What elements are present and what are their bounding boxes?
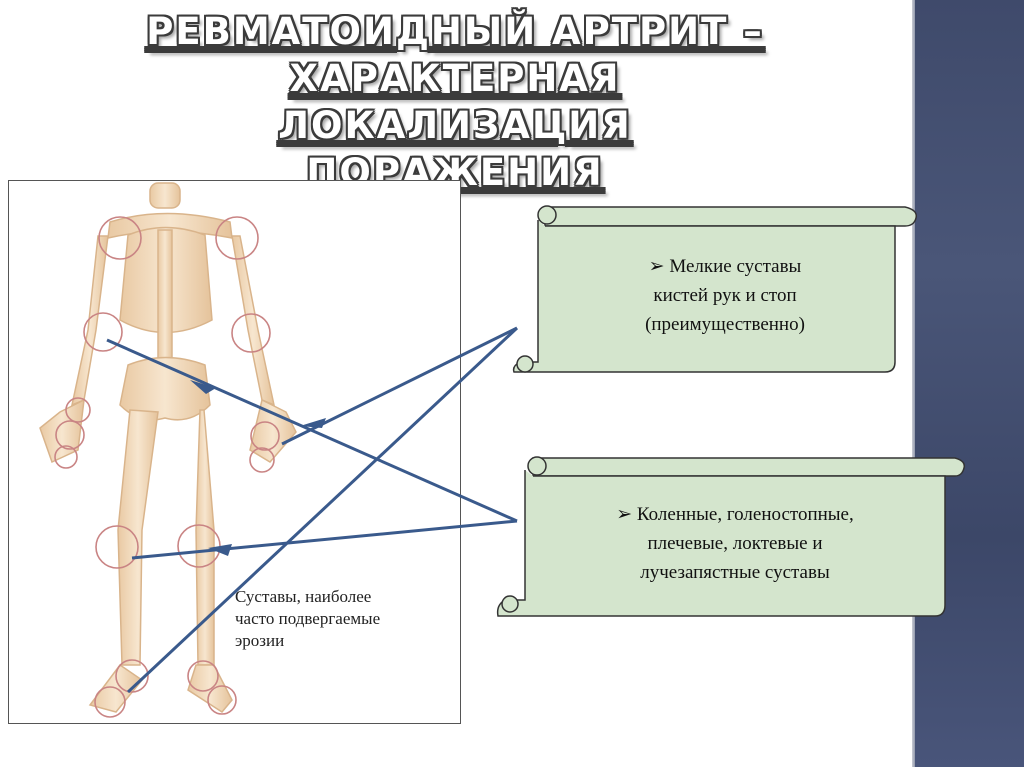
title-line-1: РЕВМАТОИДНЫЙ АРТРИТ –: [146, 10, 764, 53]
arrowhead-3: [208, 544, 232, 556]
joint-circle-foot-left: [94, 686, 126, 718]
joint-circle-knee-left: [95, 525, 139, 569]
scroll-2-line-3: лучезапястные суставы: [640, 562, 830, 583]
scroll-2-line-1: ➢ Коленные, голеностопные,: [540, 500, 930, 529]
scroll-1-text: ➢ Мелкие суставы кистей рук и стоп (преи…: [560, 252, 890, 339]
bullet-arrow-icon: ➢: [616, 504, 633, 525]
side-band-edge: [912, 0, 916, 767]
arrowhead-1: [300, 418, 326, 428]
arrowhead-2: [190, 380, 216, 394]
scroll-1-line-1: ➢ Мелкие суставы: [560, 252, 890, 281]
figure-caption-line-1: Суставы, наиболее: [235, 587, 372, 606]
scroll-2-text: ➢ Коленные, голеностопные, плечевые, лок…: [540, 500, 930, 587]
joint-markers: [54, 216, 280, 718]
figure-caption-line-2: часто подвергаемые: [235, 609, 381, 628]
pointer-line-foot-left: [126, 326, 519, 694]
joint-circle-elbow-left: [83, 312, 123, 352]
joint-circle-ankle-left: [115, 659, 149, 693]
joint-circle-shoulder-right: [215, 216, 259, 260]
joint-circle-fingers-left: [54, 445, 78, 469]
bullet-arrow-icon: ➢: [648, 256, 665, 277]
scroll-1-line-1-text: Мелкие суставы: [669, 256, 802, 277]
pointer-arrowheads: [190, 380, 326, 556]
pointer-lines: [106, 326, 519, 694]
joint-circle-hand-right: [250, 421, 280, 451]
joint-circle-wrist-left: [65, 397, 91, 423]
joint-circle-hand-left: [55, 420, 85, 450]
scroll-1-line-3: (преимущественно): [645, 314, 805, 335]
scroll-2-line-1-text: Коленные, голеностопные,: [636, 504, 854, 525]
pointer-line-knee-left: [131, 519, 518, 560]
pointer-line-elbow-left: [106, 338, 518, 523]
joint-circle-foot-right: [207, 685, 237, 715]
joint-circle-shoulder-left: [98, 216, 142, 260]
scroll-callout-2: [496, 456, 966, 617]
title-line-2: ХАРАКТЕРНАЯ ЛОКАЛИЗАЦИЯ: [278, 57, 632, 147]
slide-title: РЕВМАТОИДНЫЙ АРТРИТ – ХАРАКТЕРНАЯ ЛОКАЛИ…: [110, 8, 800, 196]
side-band: [915, 0, 1024, 767]
scroll-callout-1: [512, 205, 918, 373]
figure-caption: Суставы, наиболее часто подвергаемые эро…: [235, 586, 445, 652]
joint-circle-elbow-right: [231, 313, 271, 353]
scroll-2-line-2: плечевые, локтевые и: [647, 533, 823, 554]
joint-circle-fingers-right: [249, 447, 275, 473]
figure-caption-line-3: эрозии: [235, 631, 285, 650]
scroll-1-line-2: кистей рук и стоп: [653, 285, 797, 306]
joint-circle-ankle-right: [187, 660, 219, 692]
